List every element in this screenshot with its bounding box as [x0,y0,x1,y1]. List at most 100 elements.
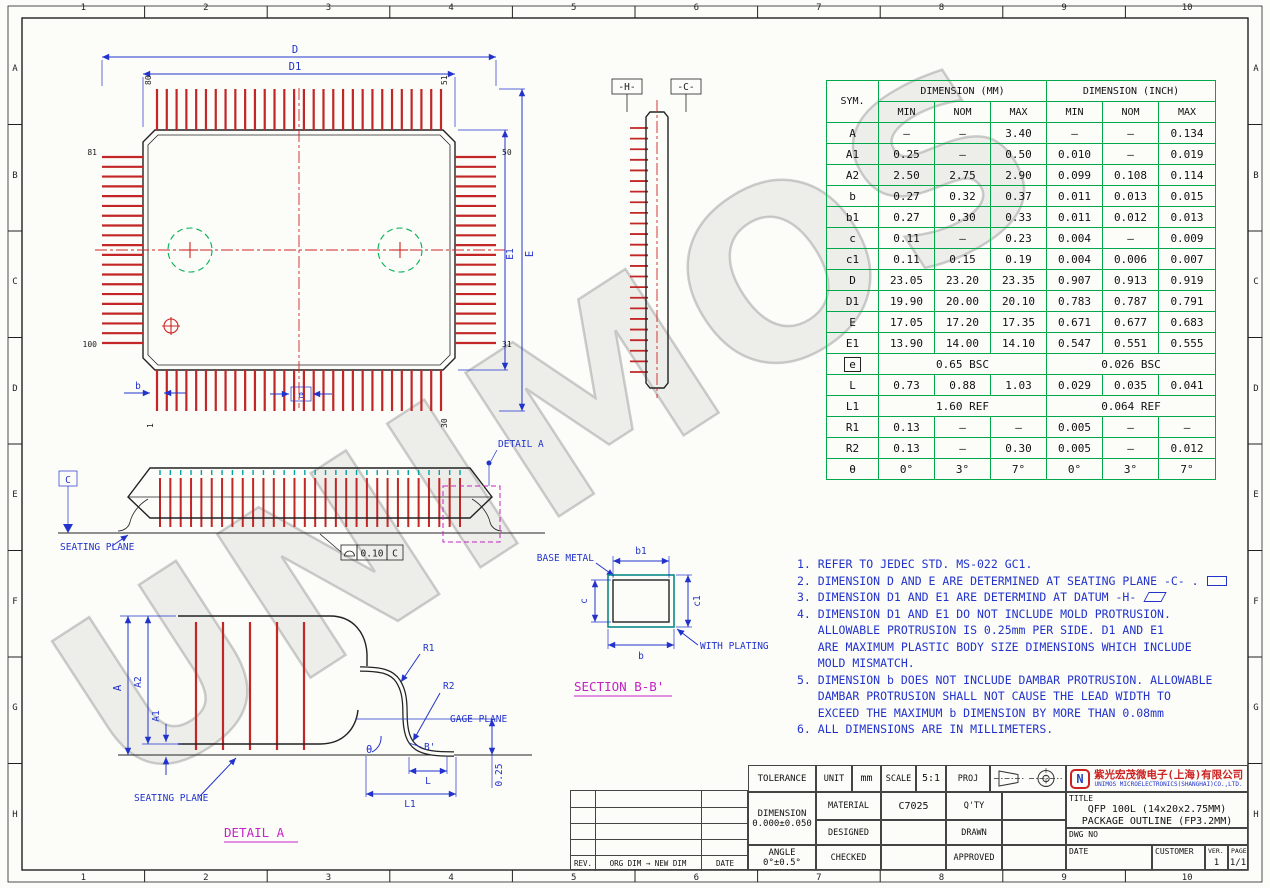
dim-value: 0.11 [878,248,935,270]
notes-block: 1. REFER TO JEDEC STD. MS-022 GC1.2. DIM… [797,556,1227,738]
detail-title: DETAIL A [224,825,285,840]
dim-symbol: D1 [826,290,879,312]
dim-label-c: c [579,598,590,604]
package-pins [102,89,648,411]
flatness-symbol [344,550,355,557]
designed-label-cell: DESIGNED [816,820,881,845]
grid-row-label: F [12,596,18,607]
dim-value: 0.919 [1158,269,1216,291]
dim-value: 17.05 [878,311,935,333]
dim-value: 20.00 [934,290,991,312]
dim-value: 0.011 [1046,185,1103,207]
company-name-en: UNIMOS MICROELECTRONICS(SHANGHAI)CO.,LTD… [1094,780,1243,788]
dim-symbol: E [826,311,879,333]
dim-value: 1.03 [990,374,1047,396]
note-line: 6. ALL DIMENSIONS ARE IN MILLIMETERS. [797,722,1054,736]
dim-label-l: L [425,776,431,787]
note-line: ALLOWABLE PROTRUSION IS 0.25mm PER SIDE.… [797,623,1164,637]
rev-header: REV. [573,858,593,868]
dim-symbol: c1 [826,248,879,270]
dim-value: 0.108 [1102,164,1159,186]
dim-value: 0.013 [1102,185,1159,207]
date-label: DATE [1069,847,1089,856]
revision-area: REV. ORG DIM → NEW DIM DATE [570,790,749,871]
pin-number-100: 100 [83,340,98,349]
company-cell: N 紫光宏茂微电子(上海)有限公司 UNIMOS MICROELECTRONIC… [1066,765,1248,792]
page-label: PAGE [1231,847,1247,855]
dim-label-b: b [135,381,141,392]
dim-value: 0.064 REF [1046,395,1216,417]
dim-value: 0.134 [1158,122,1216,144]
page-cell: PAGE 1/1 [1228,845,1248,870]
dim-label-b1: b1 [635,546,647,557]
dim-value: 14.00 [934,332,991,354]
dim-label-l1: L1 [404,799,416,810]
drawn-value-cell [1002,820,1066,845]
gage-plane-label: GAGE PLANE [450,714,507,725]
dim-symbol: R1 [826,416,879,438]
dim-label-theta: θ [366,744,372,756]
dim-value: 0.019 [1158,143,1216,165]
approved-value-cell [1002,845,1066,870]
grid-col-label: 5 [570,3,577,13]
pin-number-81: 81 [87,148,97,157]
grid-row-label: A [12,64,18,75]
dim-value: 17.20 [934,311,991,333]
version-cell: VER. 1 [1205,845,1228,870]
dim-value: – [990,416,1047,438]
dim-value: 14.10 [990,332,1047,354]
dim-value: 0.041 [1158,374,1216,396]
dim-label-e: E [524,251,536,257]
grid-col-label: 6 [693,3,699,13]
dim-label-d: D [292,44,298,56]
qty-label-cell: Q'TY [946,792,1002,820]
grid-col-label: 2 [203,3,209,13]
drawing-title-line2: PACKAGE OUTLINE (FP3.2MM) [1081,816,1233,827]
version-label: VER. [1208,847,1224,855]
bsc-box [290,386,312,402]
org-new-dim-header: ORG DIM → NEW DIM [609,858,687,868]
table-header: MAX [990,101,1047,123]
dwg-no-label: DWG NO [1069,830,1098,839]
dim-value: 7° [1158,458,1216,480]
dim-value: – [1158,416,1216,438]
dim-label-a1: A1 [151,710,162,722]
dim-value: – [934,437,991,459]
dim-value: 0.004 [1046,227,1103,249]
title-block: REV. ORG DIM → NEW DIM DATE TOLERANCE UN… [570,765,1248,871]
datum-c-letter: C [65,475,71,486]
table-header: MIN [878,101,935,123]
grid-col-label: 3 [325,3,332,13]
dim-value: 2.50 [878,164,935,186]
approved-label-cell: APPROVED [946,845,1002,870]
dim-value: 0.011 [1046,206,1103,228]
page-value: 1/1 [1229,857,1247,868]
dim-value: 0.012 [1158,437,1216,459]
dim-value: 0.004 [1046,248,1103,270]
grid-row-label: E [1253,490,1259,501]
dim-value: 0.010 [1046,143,1103,165]
datum-flag-icon [1143,592,1167,602]
dim-value: 0° [878,458,935,480]
table-header: DIMENSION (INCH) [1046,80,1216,102]
dim-value: 0.37 [990,185,1047,207]
lead-detail-view: A A2 A1 R1 R2 GAGE PLANE B' θ [112,615,532,843]
dim-label-e1: E1 [505,248,516,260]
base-metal-outline [612,579,670,623]
dim-value: 17.35 [990,311,1047,333]
dim-value: 0.30 [934,206,991,228]
dim-value: – [1046,122,1103,144]
dim-value: 0.029 [1046,374,1103,396]
dim-value: 23.20 [934,269,991,291]
dim-value: – [934,143,991,165]
dim-value: 0.015 [1158,185,1216,207]
grid-row-label: C [12,277,18,288]
grid-col-label: 7 [816,873,822,883]
dim-label-b-section: b [638,651,644,662]
dim-value: 0.27 [878,206,935,228]
